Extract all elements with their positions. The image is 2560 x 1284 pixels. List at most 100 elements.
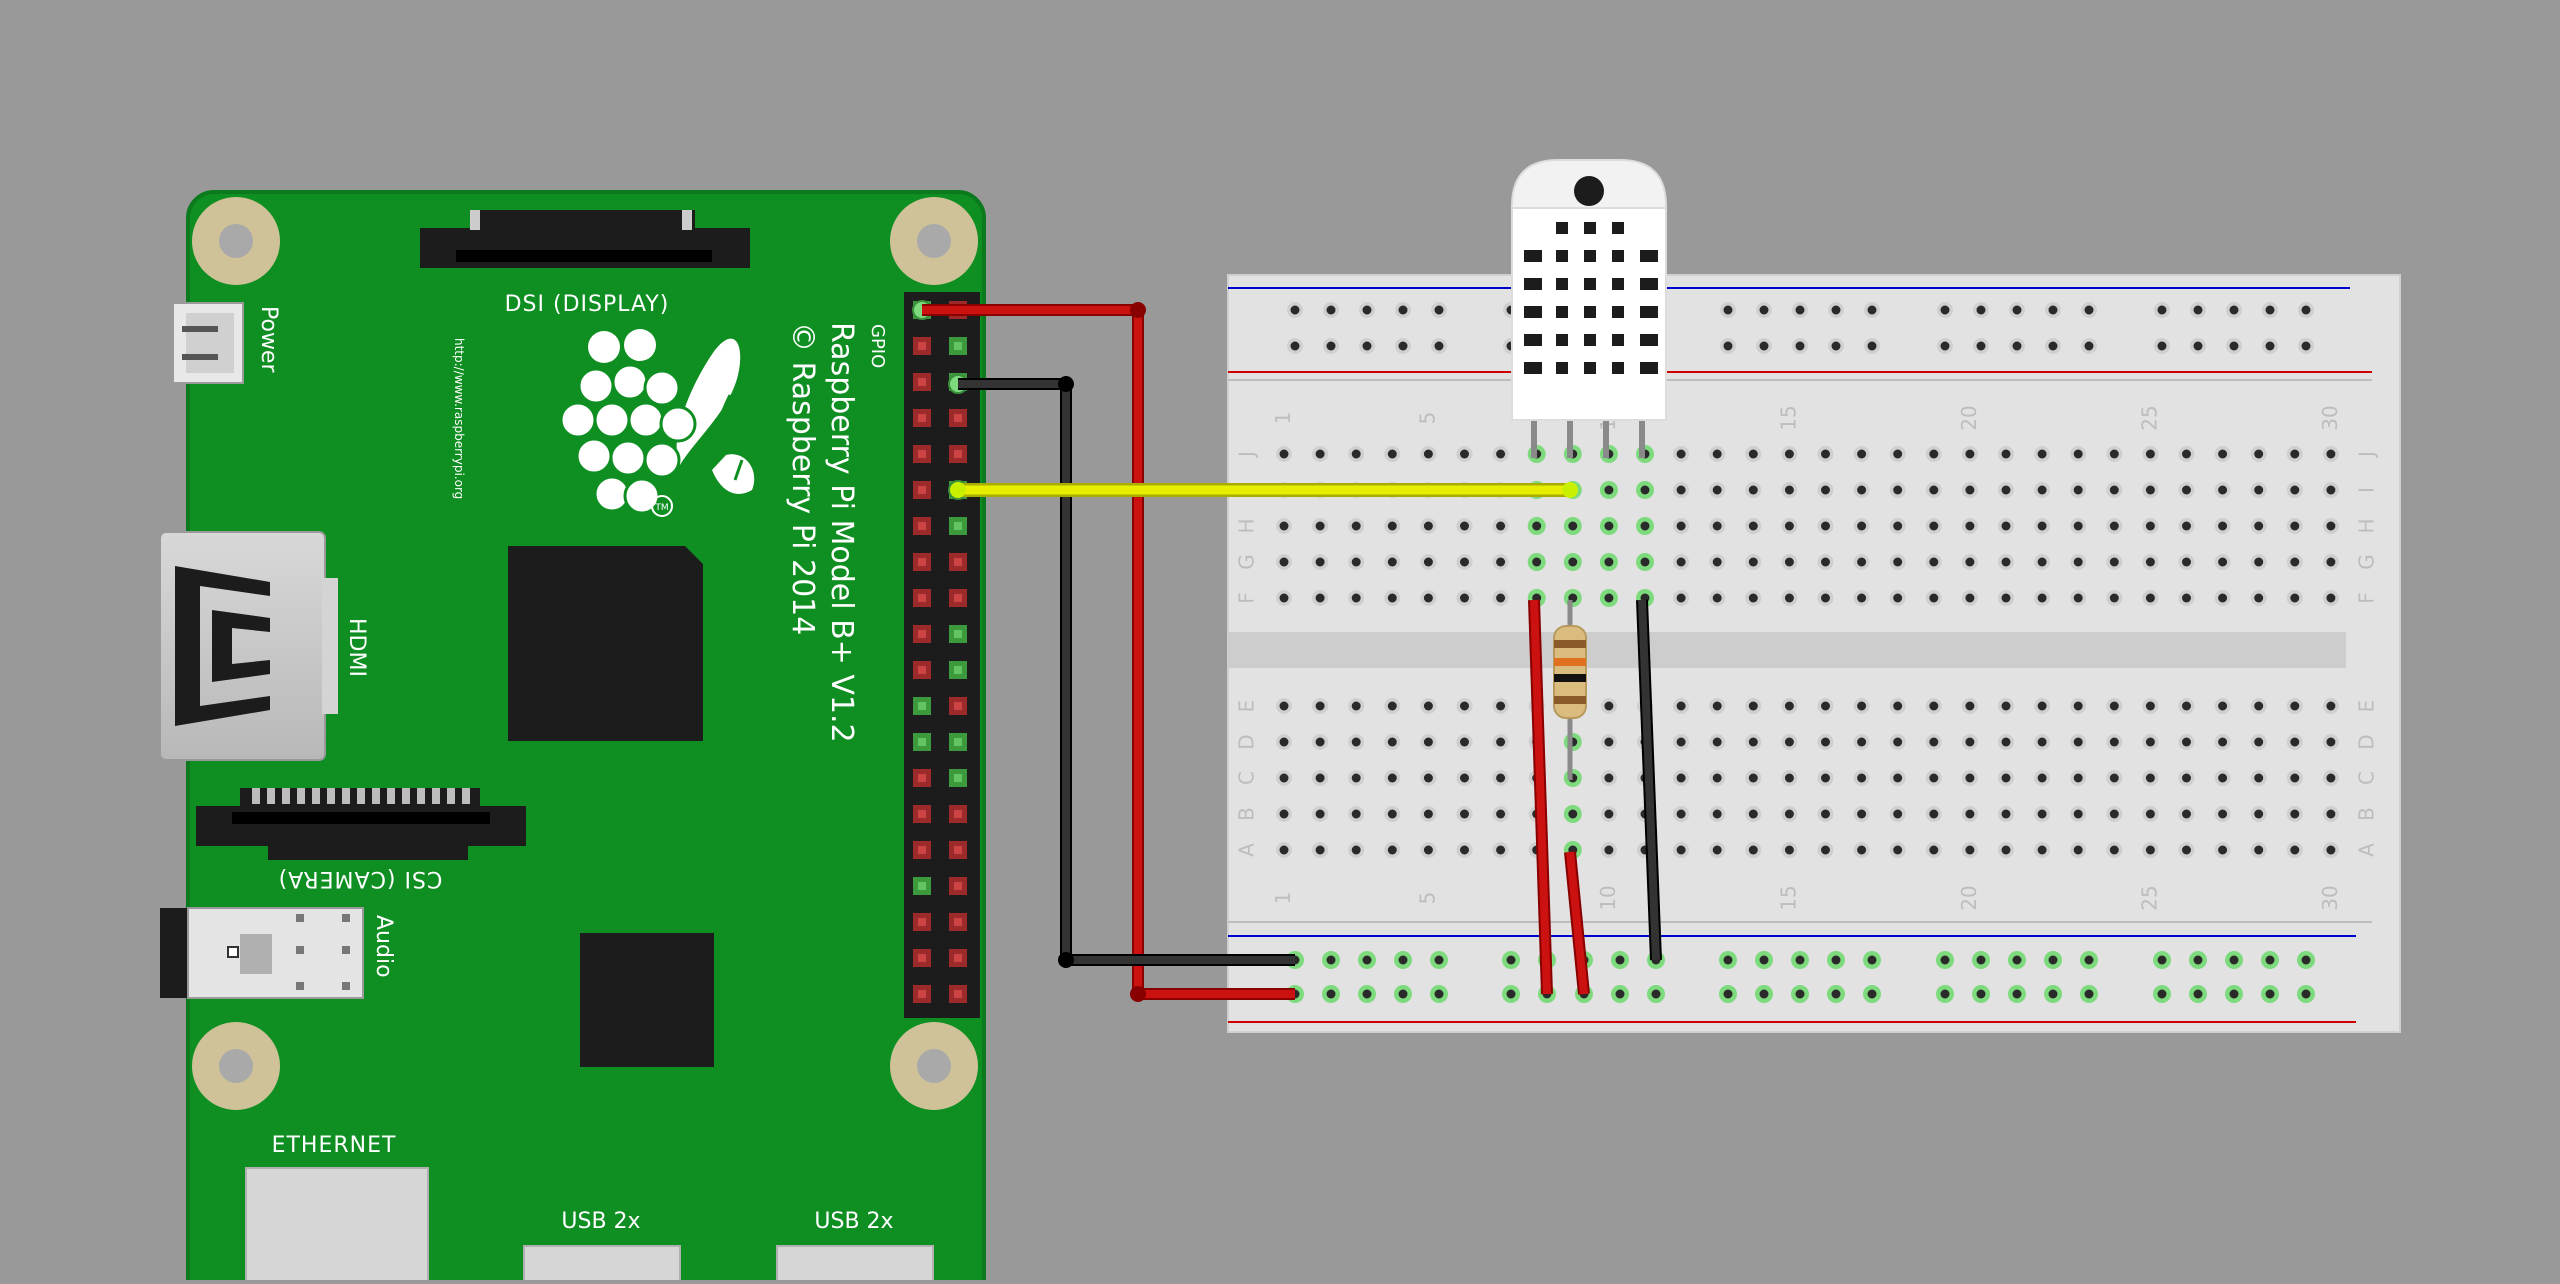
usb-1-label: USB 2x — [561, 1209, 640, 1234]
column-number: 30 — [2318, 885, 2342, 910]
row-letter: F — [2355, 592, 2379, 604]
csi-label: CSI (CAMERA) — [278, 866, 443, 891]
dht-sensor-grille — [1524, 222, 1658, 374]
grille-slot — [1556, 222, 1568, 234]
column-number: 1 — [1271, 412, 1295, 425]
row-letter: G — [2355, 554, 2379, 570]
row-letter: H — [2355, 518, 2379, 533]
audio-label: Audio — [371, 915, 396, 978]
red-wire-bend-2 — [1130, 986, 1146, 1002]
grille-slot — [1584, 278, 1596, 290]
grille-slot — [1612, 222, 1624, 234]
jumper-black — [1638, 599, 1660, 961]
grille-slot — [1640, 362, 1658, 374]
grille-slot — [1556, 278, 1568, 290]
logo-berry — [559, 401, 597, 439]
tm-circle — [651, 495, 673, 517]
black-wire-bend-2 — [1058, 952, 1074, 968]
data-wire-end-pi — [950, 482, 966, 498]
column-number: 25 — [2137, 405, 2161, 430]
logo-berry — [593, 401, 631, 439]
data-wire-end-breadboard — [1562, 482, 1578, 498]
grille-slot — [1524, 334, 1542, 346]
url-label: http://www.raspberrypi.org — [452, 338, 466, 499]
soc-chip-notch — [685, 546, 703, 564]
logo-berry — [611, 363, 649, 401]
logo-berry — [643, 369, 681, 407]
column-number: 20 — [1957, 885, 1981, 910]
grille-slot — [1640, 306, 1658, 318]
logo-berry — [575, 437, 613, 475]
mount-hole-top-right — [890, 197, 978, 285]
raspberry-pi-board: DSI (DISPLAY) Power HDMI CSI (C — [159, 190, 986, 1284]
dsi-label: DSI (DISPLAY) — [505, 292, 670, 317]
usb-port-2 — [776, 1245, 934, 1284]
grille-slot — [1524, 250, 1542, 262]
row-letter: A — [2355, 843, 2379, 857]
row-letter: H — [1235, 518, 1259, 533]
hdmi-port — [159, 531, 338, 761]
column-number: 1 — [1271, 892, 1295, 905]
logo-berry — [623, 477, 661, 515]
copyright-label: © Raspberry Pi 2014 — [785, 322, 820, 635]
sensor-leg — [1531, 418, 1537, 458]
resistor — [1553, 600, 1587, 780]
row-letter: D — [1235, 734, 1259, 749]
gpio-header — [904, 292, 980, 1018]
column-number: 20 — [1957, 405, 1981, 430]
usb-ethernet-chip — [580, 933, 714, 1067]
row-letter: J — [2355, 451, 2379, 459]
grille-slot — [1612, 250, 1624, 262]
sensor-leg — [1639, 418, 1645, 458]
row-letter: B — [1235, 807, 1259, 821]
row-letter: B — [2355, 807, 2379, 821]
logo-berry — [659, 405, 697, 443]
logo-berry — [627, 401, 665, 439]
power-wire-red — [922, 306, 1295, 998]
mount-hole-top-left — [192, 197, 280, 285]
soc-chip — [508, 546, 703, 741]
breadboard: 115510101515202025253030JJIIHHGGFFEEDDCC… — [1227, 274, 2401, 1033]
ethernet-port — [245, 1167, 429, 1284]
grille-slot — [1640, 250, 1658, 262]
logo-berry — [643, 441, 681, 479]
grille-slot — [1556, 362, 1568, 374]
wires — [922, 302, 1662, 1002]
grille-slot — [1584, 362, 1596, 374]
usb-2-label: USB 2x — [814, 1209, 893, 1234]
grille-slot — [1584, 306, 1596, 318]
jumper-red-1 — [1530, 599, 1551, 995]
gpio-label: GPIO — [867, 324, 888, 368]
dsi-connector — [420, 210, 750, 268]
grille-slot — [1612, 334, 1624, 346]
row-letter: D — [2355, 734, 2379, 749]
grille-slot — [1524, 306, 1542, 318]
breadboard-labels: 115510101515202025253030JJIIHHGGFFEEDDCC… — [1235, 405, 2379, 910]
column-number: 30 — [2318, 405, 2342, 430]
column-number: 10 — [1596, 885, 1620, 910]
column-number: 5 — [1415, 412, 1439, 425]
sensor-leg — [1567, 418, 1573, 458]
sensor-leg — [1603, 418, 1609, 458]
logo-berry — [577, 367, 615, 405]
mount-hole-bottom-left — [192, 1022, 280, 1110]
grille-slot — [1640, 278, 1658, 290]
grille-slot — [1556, 334, 1568, 346]
row-letter: C — [1235, 771, 1259, 785]
hdmi-label: HDMI — [344, 618, 369, 677]
grille-slot — [1524, 278, 1542, 290]
grille-slot — [1612, 362, 1624, 374]
logo-berry — [609, 439, 647, 477]
csi-connector — [196, 788, 526, 860]
column-number: 15 — [1776, 885, 1800, 910]
dht-sensor — [1511, 159, 1667, 458]
red-wire-bend-1 — [1130, 302, 1146, 318]
row-letter: E — [2355, 700, 2379, 713]
row-letter: I — [2355, 487, 2379, 493]
raspberry-pi-logo-berries — [559, 363, 697, 515]
ground-wire-black — [958, 380, 1295, 964]
row-letter: G — [1235, 554, 1259, 570]
black-wire-bend-1 — [1058, 376, 1074, 392]
